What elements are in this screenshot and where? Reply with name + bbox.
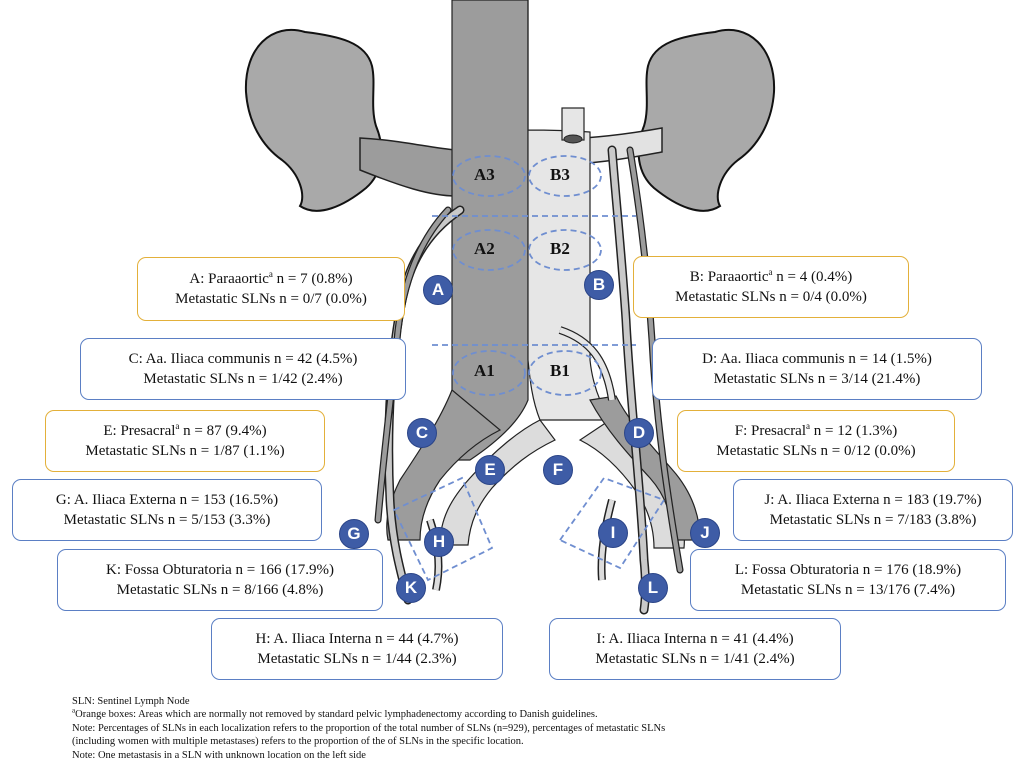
zone-label-a1: A1 <box>474 361 495 381</box>
info-box-l-line2: Metastatic SLNs n = 13/176 (7.4%) <box>741 580 955 600</box>
mesenteric-artery-opening <box>564 135 582 143</box>
info-box-b-line2: Metastatic SLNs n = 0/4 (0.0%) <box>675 287 867 307</box>
badge-d: D <box>624 418 654 448</box>
footnote-percentages: Note: Percentages of SLNs in each locali… <box>72 722 665 735</box>
info-box-h: H: A. Iliaca Interna n = 44 (4.7%) Metas… <box>211 618 503 680</box>
info-box-e-line2: Metastatic SLNs n = 1/87 (1.1%) <box>85 441 284 461</box>
footnotes: SLN: Sentinel Lymph Node aOrange boxes: … <box>72 695 665 762</box>
info-box-k-line2: Metastatic SLNs n = 8/166 (4.8%) <box>117 580 324 600</box>
info-box-d: D: Aa. Iliaca communis n = 14 (1.5%) Met… <box>652 338 982 400</box>
info-box-f-line1: F: Presacrala n = 12 (1.3%) <box>735 421 897 441</box>
info-box-b-line1: B: Paraaortica n = 4 (0.4%) <box>690 267 852 287</box>
info-box-f: F: Presacrala n = 12 (1.3%) Metastatic S… <box>677 410 955 472</box>
info-box-c: C: Aa. Iliaca communis n = 42 (4.5%) Met… <box>80 338 406 400</box>
badge-k: K <box>396 573 426 603</box>
info-box-h-line2: Metastatic SLNs n = 1/44 (2.3%) <box>257 649 456 669</box>
info-box-a-line1: A: Paraaortica n = 7 (0.8%) <box>189 269 352 289</box>
zone-label-b2: B2 <box>550 239 570 259</box>
info-box-f-line2: Metastatic SLNs n = 0/12 (0.0%) <box>716 441 915 461</box>
info-box-i-line2: Metastatic SLNs n = 1/41 (2.4%) <box>595 649 794 669</box>
left-kidney <box>639 30 775 211</box>
right-renal-vein <box>360 138 456 196</box>
footnote-unknown-location: Note: One metastasis in a SLN with unkno… <box>72 749 665 762</box>
zone-label-b1: B1 <box>550 361 570 381</box>
info-box-h-line1: H: A. Iliaca Interna n = 44 (4.7%) <box>256 629 459 649</box>
info-box-b: B: Paraaortica n = 4 (0.4%) Metastatic S… <box>633 256 909 318</box>
info-box-e: E: Presacrala n = 87 (9.4%) Metastatic S… <box>45 410 325 472</box>
zone-label-a2: A2 <box>474 239 495 259</box>
footnote-orange-boxes: aOrange boxes: Areas which are normally … <box>72 708 665 721</box>
badge-a: A <box>423 275 453 305</box>
badge-b: B <box>584 270 614 300</box>
info-box-i-line1: I: A. Iliaca Interna n = 41 (4.4%) <box>596 629 793 649</box>
footnote-percentages-cont: (including women with multiple metastase… <box>72 735 665 748</box>
info-box-i: I: A. Iliaca Interna n = 41 (4.4%) Metas… <box>549 618 841 680</box>
badge-e: E <box>475 455 505 485</box>
badge-j: J <box>690 518 720 548</box>
info-box-g: G: A. Iliaca Externa n = 153 (16.5%) Met… <box>12 479 322 541</box>
zone-label-a3: A3 <box>474 165 495 185</box>
badge-h: H <box>424 527 454 557</box>
badge-f: F <box>543 455 573 485</box>
badge-c: C <box>407 418 437 448</box>
badge-i: I <box>598 518 628 548</box>
info-box-c-line2: Metastatic SLNs n = 1/42 (2.4%) <box>143 369 342 389</box>
info-box-k-line1: K: Fossa Obturatoria n = 166 (17.9%) <box>106 560 334 580</box>
info-box-g-line1: G: A. Iliaca Externa n = 153 (16.5%) <box>56 490 278 510</box>
right-kidney <box>246 30 382 211</box>
badge-g: G <box>339 519 369 549</box>
info-box-d-line2: Metastatic SLNs n = 3/14 (21.4%) <box>714 369 921 389</box>
info-box-j-line1: J: A. Iliaca Externa n = 183 (19.7%) <box>764 490 981 510</box>
footnote-abbreviation: SLN: Sentinel Lymph Node <box>72 695 665 708</box>
info-box-d-line1: D: Aa. Iliaca communis n = 14 (1.5%) <box>702 349 932 369</box>
info-box-l-line1: L: Fossa Obturatoria n = 176 (18.9%) <box>735 560 961 580</box>
info-box-c-line1: C: Aa. Iliaca communis n = 42 (4.5%) <box>129 349 358 369</box>
info-box-g-line2: Metastatic SLNs n = 5/153 (3.3%) <box>64 510 271 530</box>
info-box-e-line1: E: Presacrala n = 87 (9.4%) <box>103 421 266 441</box>
info-box-l: L: Fossa Obturatoria n = 176 (18.9%) Met… <box>690 549 1006 611</box>
info-box-k: K: Fossa Obturatoria n = 166 (17.9%) Met… <box>57 549 383 611</box>
badge-l: L <box>638 573 668 603</box>
info-box-a-line2: Metastatic SLNs n = 0/7 (0.0%) <box>175 289 367 309</box>
info-box-j: J: A. Iliaca Externa n = 183 (19.7%) Met… <box>733 479 1013 541</box>
info-box-j-line2: Metastatic SLNs n = 7/183 (3.8%) <box>770 510 977 530</box>
info-box-a: A: Paraaortica n = 7 (0.8%) Metastatic S… <box>137 257 405 321</box>
zone-label-b3: B3 <box>550 165 570 185</box>
